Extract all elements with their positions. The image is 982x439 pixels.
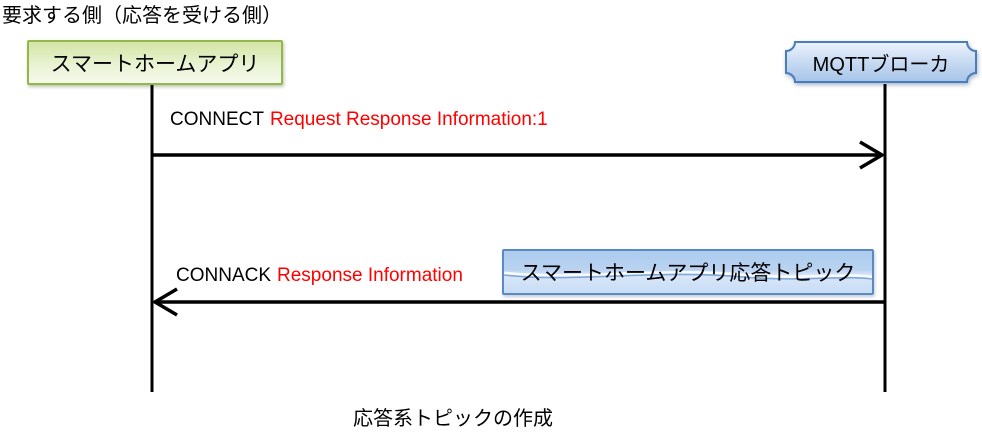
diagram-caption: 応答系トピックの作成 bbox=[353, 408, 553, 430]
response-topic-box: スマートホームアプリ応答トピック bbox=[502, 249, 874, 295]
actor-smart-home-app-label: スマートホームアプリ bbox=[50, 52, 260, 76]
connack-arrow bbox=[151, 287, 884, 317]
message-connect-name: CONNECT bbox=[170, 109, 264, 130]
actor-smart-home-app: スマートホームアプリ bbox=[27, 40, 283, 85]
plaque-shape bbox=[785, 41, 977, 83]
actor-mqtt-broker: MQTTブローカ bbox=[784, 40, 978, 84]
wave-decoration-icon bbox=[504, 270, 872, 280]
connect-arrow bbox=[153, 140, 886, 170]
message-connack-detail: Response Information bbox=[277, 265, 463, 286]
message-connect-detail: Request Response Information:1 bbox=[269, 109, 548, 130]
message-connack-name: CONNACK bbox=[176, 265, 272, 286]
diagram-title: 要求する側（応答を受ける側） bbox=[2, 5, 282, 27]
actor-mqtt-broker-label: MQTTブローカ bbox=[812, 53, 950, 76]
response-topic-label: スマートホームアプリ応答トピック bbox=[520, 262, 856, 285]
